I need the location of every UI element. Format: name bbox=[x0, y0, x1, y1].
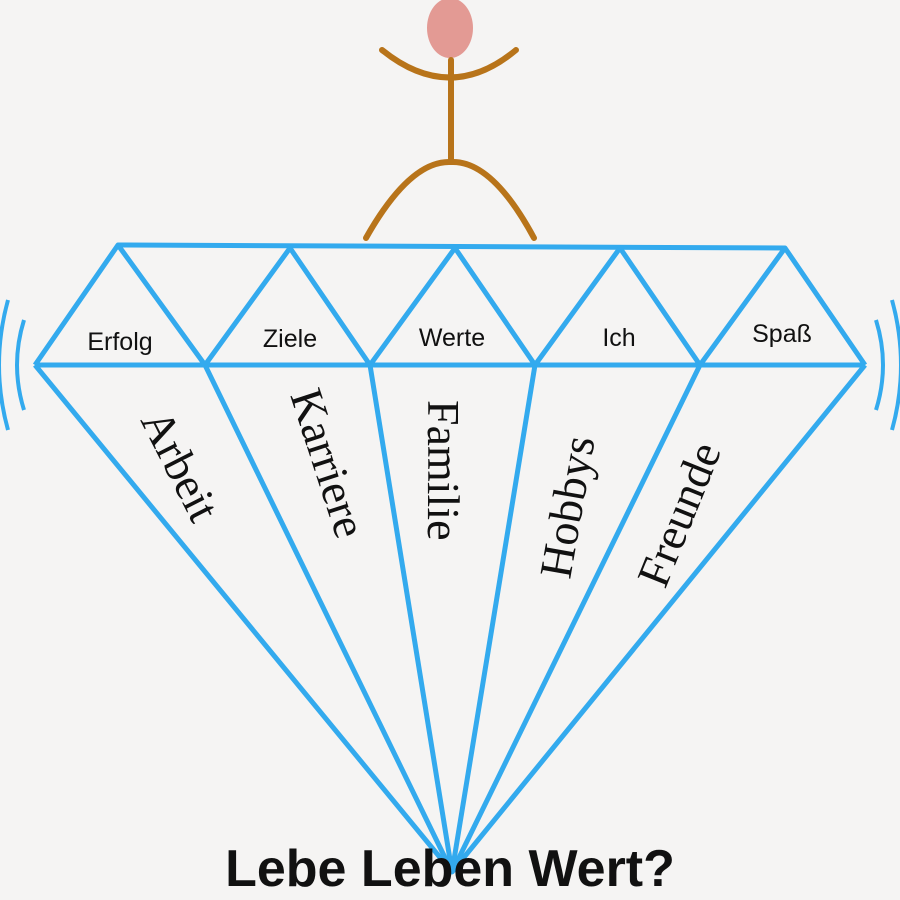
facet-hobbys: Hobbys bbox=[530, 432, 605, 582]
facet-karriere: Karriere bbox=[280, 382, 376, 543]
label-ziele: Ziele bbox=[263, 325, 317, 353]
label-spass: Spaß bbox=[752, 320, 812, 348]
label-werte: Werte bbox=[419, 324, 485, 352]
facet-arbeit: Arbeit bbox=[131, 401, 230, 529]
label-ich: Ich bbox=[602, 324, 635, 352]
diamond-outline bbox=[32, 242, 868, 875]
figure-head bbox=[427, 0, 473, 58]
shine-arcs bbox=[0, 299, 900, 431]
figure-legs bbox=[363, 158, 537, 241]
label-erfolg: Erfolg bbox=[87, 328, 152, 356]
stick-figure bbox=[363, 0, 537, 241]
facet-familie: Familie bbox=[418, 400, 469, 541]
bottom-title: Lebe Leben Wert? bbox=[225, 840, 675, 898]
facet-freunde: Freunde bbox=[627, 435, 731, 594]
